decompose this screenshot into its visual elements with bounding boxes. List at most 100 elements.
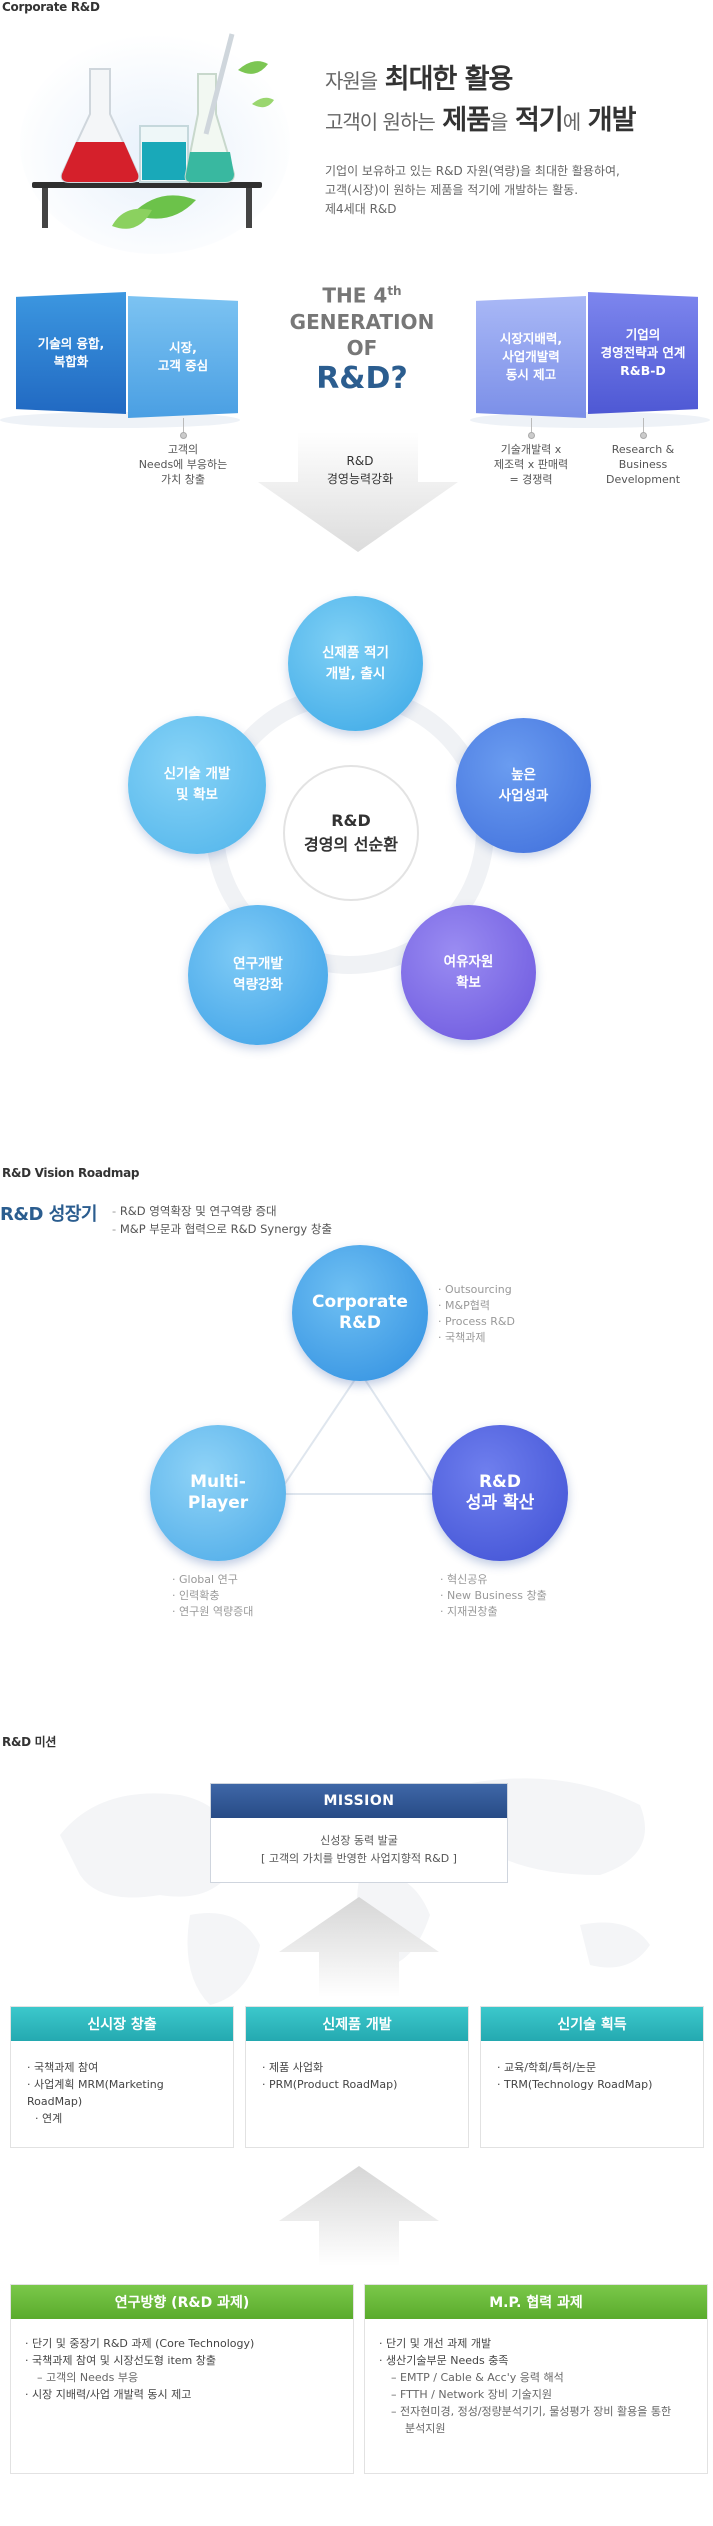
growth-item: M&P 부문과 협력으로 R&D Synergy 창출 (112, 1220, 332, 1238)
column-item: 교육/학회/특허/논문 (497, 2059, 689, 2076)
circle-line: 연구개발 (233, 956, 283, 972)
circle-line: 역량강화 (233, 977, 283, 993)
section-title-mission: R&D 미션 (2, 1735, 57, 1749)
column-list: 제품 사업화 PRM(Product RoadMap) (246, 2041, 468, 2093)
mp-cooperation-box: M.P. 협력 과제 단기 및 개선 과제 개발 생산기술부문 Needs 충족… (364, 2284, 708, 2474)
card-line: 경영전략과 연계 (600, 345, 686, 360)
wide-title: 연구방향 (R&D 과제) (11, 2285, 353, 2319)
column-title: 신제품 개발 (246, 2007, 468, 2041)
down-arrow-icon (258, 432, 458, 552)
gen-card-fusion: 기술의 융합, 복합화 (16, 292, 126, 414)
center-line: R&D (331, 811, 371, 830)
title-text: GENERATION OF (289, 309, 435, 360)
card-line: 기업의 (625, 327, 661, 342)
center-line: 경영의 선순환 (304, 835, 398, 854)
roadmap-multi-player: Multi-Player (150, 1425, 286, 1561)
mission-body: 신성장 동력 발굴 [ 고객의 가치를 반영한 사업지향적 R&D ] (211, 1818, 507, 1868)
sub-line: Development (605, 473, 681, 486)
card-line: 동시 제고 (505, 367, 557, 382)
headline-emphasis: 제품 (442, 105, 491, 136)
card-line: 복합화 (53, 354, 89, 369)
sub-line: 기술개발력 x (500, 443, 562, 456)
wide-list: 단기 및 중장기 R&D 과제 (Core Technology) 국책과제 참… (11, 2319, 353, 2403)
up-arrow-icon (279, 1897, 439, 1997)
title-rd: R&D? (316, 360, 408, 396)
arrow-label-line: 경영능력강화 (326, 472, 394, 486)
multi-player-list: Global 연구 인력확충 연구원 역량증대 (172, 1572, 253, 1620)
wide-subitem: 전자현미경, 정성/정량분석기기, 물성평가 장비 활용을 통한 (379, 2403, 693, 2420)
headline-text: 을 (490, 110, 508, 134)
column-title: 신시장 창출 (11, 2007, 233, 2041)
pin-line (643, 418, 644, 436)
wide-list: 단기 및 개선 과제 개발 생산기술부문 Needs 충족 EMTP / Cab… (365, 2319, 707, 2437)
circle-line: 여유자원 (443, 953, 494, 970)
rm-list-item: 인력확충 (172, 1588, 253, 1604)
corporate-rd-list: Outsourcing M&P협력 Process R&D 국책과제 (438, 1282, 515, 1346)
column-item: 연계 (27, 2110, 219, 2127)
rm-list-item: Global 연구 (172, 1572, 253, 1588)
mission-line: [ 고객의 가치를 반영한 사업지향적 R&D ] (261, 1852, 457, 1865)
gen-sub-dominance: 기술개발력 x 제조력 x 판매력 = 경쟁력 (476, 442, 586, 487)
description-line: 기업이 보유하고 있는 R&D 자원(역량)을 최대한 활용하여, (325, 164, 620, 178)
section-title-corporate-rd: Corporate R&D (2, 0, 100, 14)
wide-subitem: 분석지원 (405, 2422, 446, 2435)
pin-dot (180, 432, 187, 439)
wide-subitem: EMTP / Cable & Acc'y 응력 해석 (379, 2369, 693, 2386)
wide-title: M.P. 협력 과제 (365, 2285, 707, 2319)
rm-list-item: 혁신공유 (440, 1572, 547, 1588)
headline-text: 자원을 (325, 69, 378, 93)
rm-circle-line: 성과 확산 (465, 1493, 535, 1513)
rm-circle-line: Corporate (312, 1292, 408, 1312)
rm-list-item: M&P협력 (438, 1298, 515, 1314)
rm-list-item: 지재권창출 (440, 1604, 547, 1620)
wide-item: 국책과제 참여 및 시장선도형 item 창출 (25, 2352, 339, 2369)
rm-circle-line: R&D (338, 1313, 382, 1333)
mission-title: MISSION (211, 1784, 507, 1818)
description-line: 고객(시장)이 원하는 제품을 적기에 개발하는 활동. (325, 183, 579, 197)
section-title-roadmap: R&D Vision Roadmap (2, 1166, 140, 1180)
column-item: TRM(Technology RoadMap) (497, 2076, 689, 2093)
sub-line: 가치 창출 (161, 473, 205, 486)
up-arrow-icon (279, 2166, 439, 2266)
column-new-tech: 신기술 획득 교육/학회/특허/논문 TRM(Technology RoadMa… (480, 2006, 704, 2148)
arrow-label: R&D 경영능력강화 (300, 452, 420, 488)
circle-line: 확보 (456, 974, 481, 991)
arrow-label-line: R&D (346, 454, 374, 468)
card-line: 사업개발력 (502, 349, 560, 364)
description-line: 제4세대 R&D (325, 202, 397, 216)
gen-sub-market: 고객의 Needs에 부응하는 가치 창출 (128, 442, 238, 487)
title-text: THE 4 (322, 283, 388, 308)
card-line: 기술의 융합, (37, 336, 105, 351)
circle-line: 개발, 출시 (325, 665, 386, 682)
rm-list-item: Process R&D (438, 1314, 515, 1330)
wide-item: 생산기술부문 Needs 충족 (379, 2352, 693, 2369)
column-title: 신기술 획득 (481, 2007, 703, 2041)
growth-item: R&D 영역확장 및 연구역량 증대 (112, 1202, 332, 1220)
sub-line: Needs에 부응하는 (138, 458, 228, 471)
card-line: 시장지배력, (499, 331, 563, 346)
wide-subitem: 고객의 Needs 부응 (25, 2369, 339, 2386)
sub-line: Research & (611, 443, 675, 456)
wide-item: 단기 및 개선 과제 개발 (379, 2335, 693, 2352)
headline-text: 고객이 원하는 (325, 110, 436, 134)
pin-line (531, 418, 532, 436)
rm-circle-line: R&D (478, 1472, 521, 1492)
mission-box: MISSION 신성장 동력 발굴 [ 고객의 가치를 반영한 사업지향적 R&… (210, 1783, 508, 1883)
sub-line: = 경쟁력 (509, 473, 553, 486)
title-sup: th (387, 284, 402, 298)
rm-list-item: 국책과제 (438, 1330, 515, 1346)
wide-item: 단기 및 중장기 R&D 과제 (Core Technology) (25, 2335, 339, 2352)
generation-band-shadow (0, 412, 710, 428)
rm-circle-line: Player (187, 1493, 249, 1513)
research-direction-box: 연구방향 (R&D 과제) 단기 및 중장기 R&D 과제 (Core Tech… (10, 2284, 354, 2474)
sub-line: 고객의 (167, 443, 199, 456)
wide-subitem: FTTH / Network 장비 기술지원 (379, 2386, 693, 2403)
circle-line: 신제품 적기 (322, 644, 389, 661)
circle-line: 사업성과 (498, 787, 549, 804)
